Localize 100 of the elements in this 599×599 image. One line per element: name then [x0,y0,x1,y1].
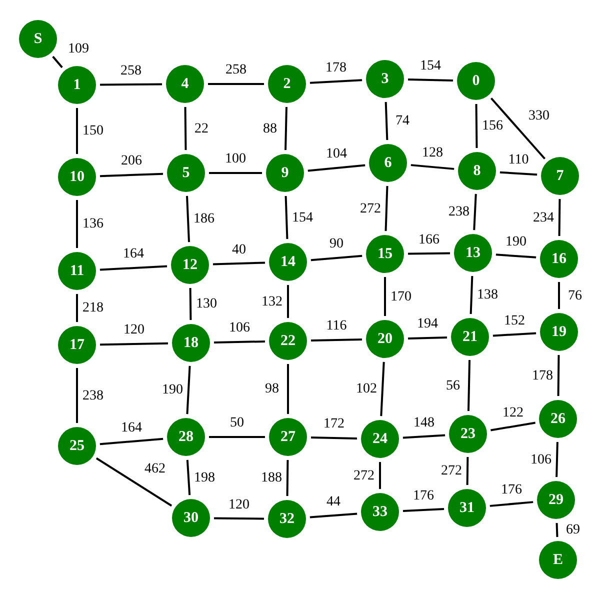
node-circle [167,154,205,192]
node-circle [268,65,306,103]
node-label: 6 [384,154,392,172]
connector-line [212,262,266,266]
node-label: 4 [181,76,189,92]
connector-line [308,164,366,172]
edge-label: 76 [567,288,583,303]
connector-line [500,171,538,176]
edge-label: 234 [532,210,555,225]
edge-label: 148 [412,415,436,430]
connector-line [100,172,164,178]
edge-label: 258 [120,63,142,78]
connector-line [287,285,289,318]
node-label: 30 [184,510,198,526]
edge-label: 56 [445,378,461,393]
node-label: 28 [178,428,194,446]
node-label: 16 [552,250,566,268]
edge-label: 238 [82,388,104,403]
connector-line [310,512,358,518]
connector-line [186,366,191,414]
connector-line [76,368,78,423]
node-circle [366,60,404,98]
node-circle [361,420,399,458]
connector-line [467,360,471,412]
node-circle [58,66,96,104]
node-circle [58,427,96,465]
node-label: 21 [462,328,478,346]
connector-line [100,342,168,346]
connector-line [100,438,164,446]
node-circle [58,158,96,196]
node-label: 23 [460,426,476,442]
node-circle [166,65,204,103]
node-label: 22 [280,332,296,350]
connector-line [384,186,388,232]
node-label: 15 [378,246,392,262]
node-circle [269,322,307,360]
connector-line [556,442,558,478]
edge-label: 154 [291,210,314,225]
connector-line [209,436,265,438]
connector-line [214,517,264,520]
edge-label: 198 [193,470,216,485]
connector-line [96,457,172,507]
connector-line [380,362,385,416]
connector-line [284,196,288,240]
node-label: 11 [70,262,84,280]
edge-label: 106 [530,452,552,467]
node-label: 1 [73,76,81,94]
edge-label: 164 [120,420,143,435]
connector-line [384,277,386,316]
edge-label: 152 [503,313,526,328]
node-circle [58,252,96,290]
node-label: 27 [280,428,296,446]
node-label: E [552,552,563,568]
edge-label: 166 [418,232,440,247]
node-circle [269,418,307,456]
node-circle [266,154,304,192]
node-label: 25 [70,438,84,454]
node-label: 5 [182,164,190,182]
connector-line [473,194,477,230]
edge-label: 132 [260,294,284,309]
node-circle [454,234,492,272]
connector-line [379,462,381,489]
connector-line [310,254,362,262]
connector-line [52,56,63,68]
connector-line [76,108,78,154]
node-label: 3 [381,70,389,88]
edge-label: 120 [228,497,250,512]
node-label: 8 [473,162,481,180]
connector-line [490,98,546,160]
node-circle [457,62,495,100]
node-circle [19,20,57,58]
connector-line [184,106,187,150]
node-circle [537,481,575,519]
connector-line [384,102,388,140]
node-label: 14 [280,254,296,270]
node-label: 0 [472,72,480,90]
connector-line [558,282,560,309]
edge-label: 330 [528,108,550,123]
node-circle [172,499,210,537]
connector-line [556,522,558,538]
connector-line [189,288,192,320]
connector-line [208,83,264,85]
connector-line [558,198,561,236]
connector-line [410,164,454,170]
node-label: 20 [378,330,392,348]
node-label: 7 [556,168,564,184]
connector-line [475,104,478,148]
connector-line [402,508,444,512]
node-label: 9 [281,164,289,182]
edge-label: 178 [324,60,348,75]
edge-label: 88 [262,121,278,136]
connector-line [408,252,450,255]
node-circle [268,500,306,538]
node-circle [540,313,578,351]
connector-line [287,364,289,414]
edge-label: 170 [390,289,412,304]
connector-line [284,106,288,150]
node-circle [539,400,577,438]
node-circle [449,415,487,453]
node-label: 17 [70,336,84,354]
